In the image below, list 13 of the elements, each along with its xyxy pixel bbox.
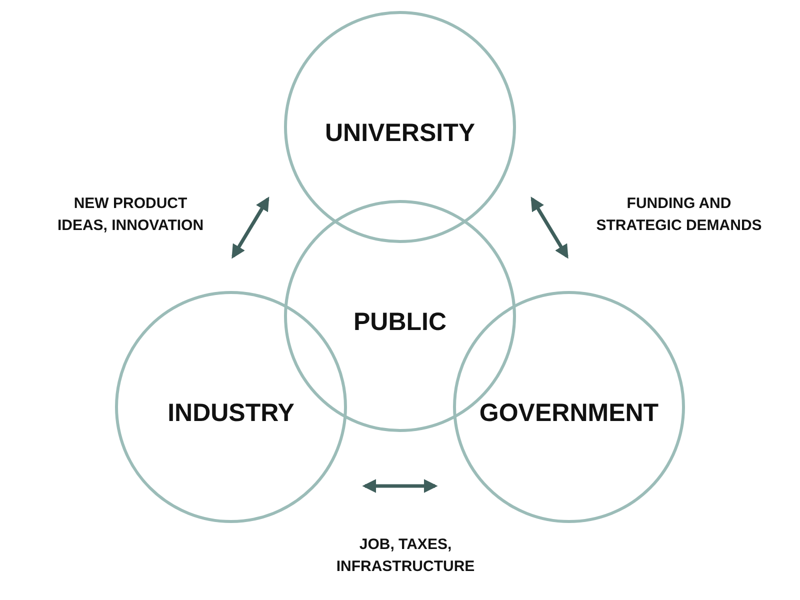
double-headed-arrow bbox=[530, 196, 568, 259]
edge-label: JOB, TAXES, INFRASTRUCTURE bbox=[335, 535, 476, 577]
edge-label: NEW PRODUCT IDEAS, INNOVATION bbox=[56, 194, 205, 236]
edge-label: FUNDING AND STRATEGIC DEMANDS bbox=[595, 194, 763, 236]
circle-label: UNIVERSITY bbox=[324, 118, 476, 148]
double-headed-arrow bbox=[232, 196, 270, 259]
circle-label: GOVERNMENT bbox=[479, 398, 659, 428]
circle-label: INDUSTRY bbox=[168, 398, 294, 428]
circle-label: PUBLIC bbox=[353, 308, 447, 336]
double-headed-arrow bbox=[362, 479, 438, 493]
circle bbox=[453, 291, 685, 523]
circle bbox=[284, 11, 516, 243]
circle bbox=[115, 291, 347, 523]
